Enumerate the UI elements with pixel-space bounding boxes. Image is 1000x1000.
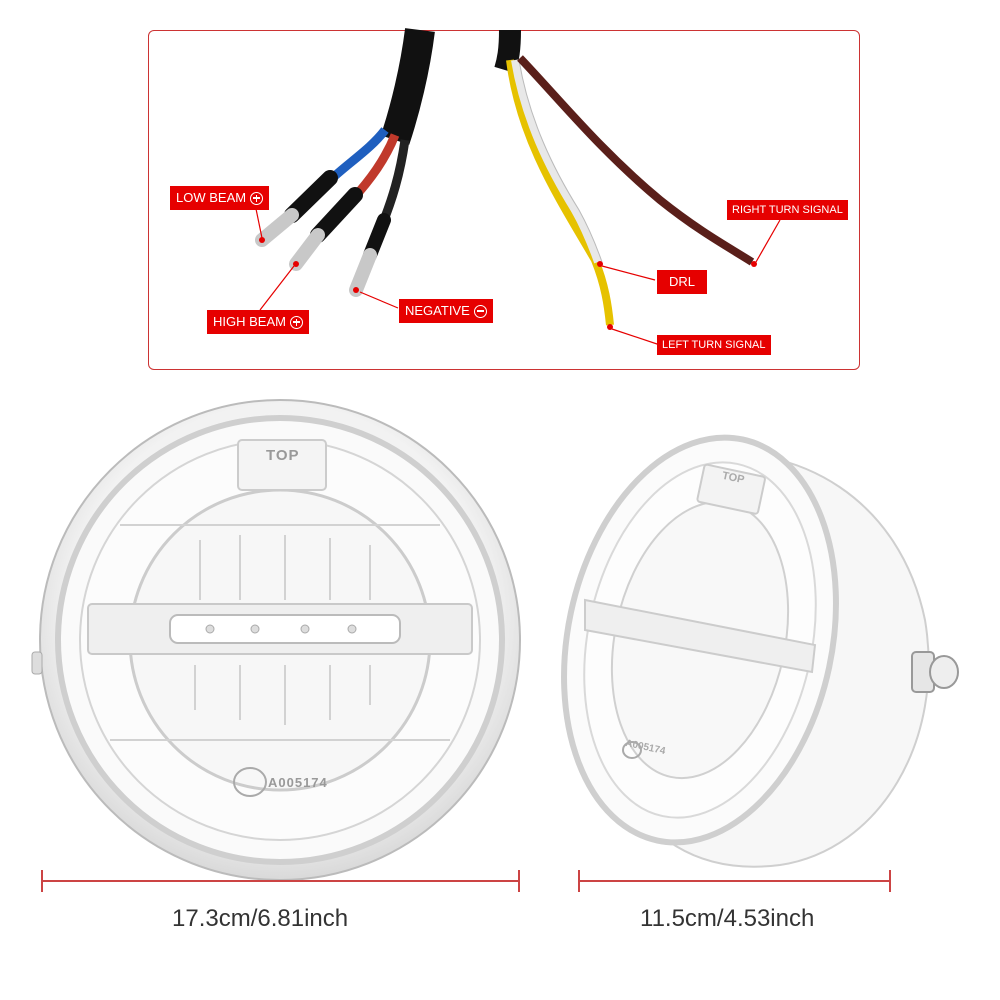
low-beam-dot	[259, 237, 265, 243]
front-width-label: 17.3cm/6.81inch	[172, 905, 349, 932]
left-turn-text: LEFT TURN SIGNAL	[662, 339, 766, 351]
left-turn-signal-label: LEFT TURN SIGNAL	[657, 335, 771, 355]
cert-code: A005174	[268, 775, 328, 790]
high-beam-sleeve	[310, 187, 363, 243]
main-cable-left	[380, 28, 435, 145]
front-dim-line	[42, 880, 519, 882]
low-beam-terminal	[255, 208, 299, 247]
low-beam-text: LOW BEAM	[176, 190, 247, 205]
high-beam-dot	[293, 261, 299, 267]
negative-dot	[353, 287, 359, 293]
negative-terminal	[349, 248, 377, 297]
negative-label: NEGATIVE	[399, 299, 493, 323]
yellow-wire	[506, 59, 614, 326]
white-wire	[511, 59, 602, 264]
high-beam-text: HIGH BEAM	[213, 314, 286, 329]
side-dim-line	[579, 880, 890, 882]
drl-label: DRL	[657, 270, 708, 294]
drl-dot	[597, 261, 603, 267]
front-headlight	[31, 399, 521, 881]
left-turn-dot	[607, 324, 613, 330]
high-beam-terminal	[289, 228, 325, 271]
right-turn-signal-label: RIGHT TURN SIGNAL	[727, 200, 848, 220]
side-headlight	[561, 434, 959, 868]
positive-icon	[250, 191, 264, 205]
brown-wire	[517, 55, 755, 266]
right-turn-dot	[751, 261, 757, 267]
top-mark: TOP	[266, 447, 300, 464]
positive-icon	[289, 315, 303, 329]
front-dim-tick-right	[518, 870, 520, 892]
side-dim-tick-right	[889, 870, 891, 892]
side-depth-label: 11.5cm/4.53inch	[640, 905, 815, 932]
right-turn-text: RIGHT TURN SIGNAL	[732, 204, 843, 216]
low-beam-label: LOW BEAM	[170, 186, 270, 210]
high-beam-label: HIGH BEAM	[207, 310, 309, 334]
drl-text: DRL	[669, 274, 696, 289]
main-cable-right	[494, 29, 521, 74]
low-beam-sleeve	[284, 170, 338, 223]
negative-text: NEGATIVE	[405, 303, 470, 318]
negative-icon	[473, 304, 487, 318]
